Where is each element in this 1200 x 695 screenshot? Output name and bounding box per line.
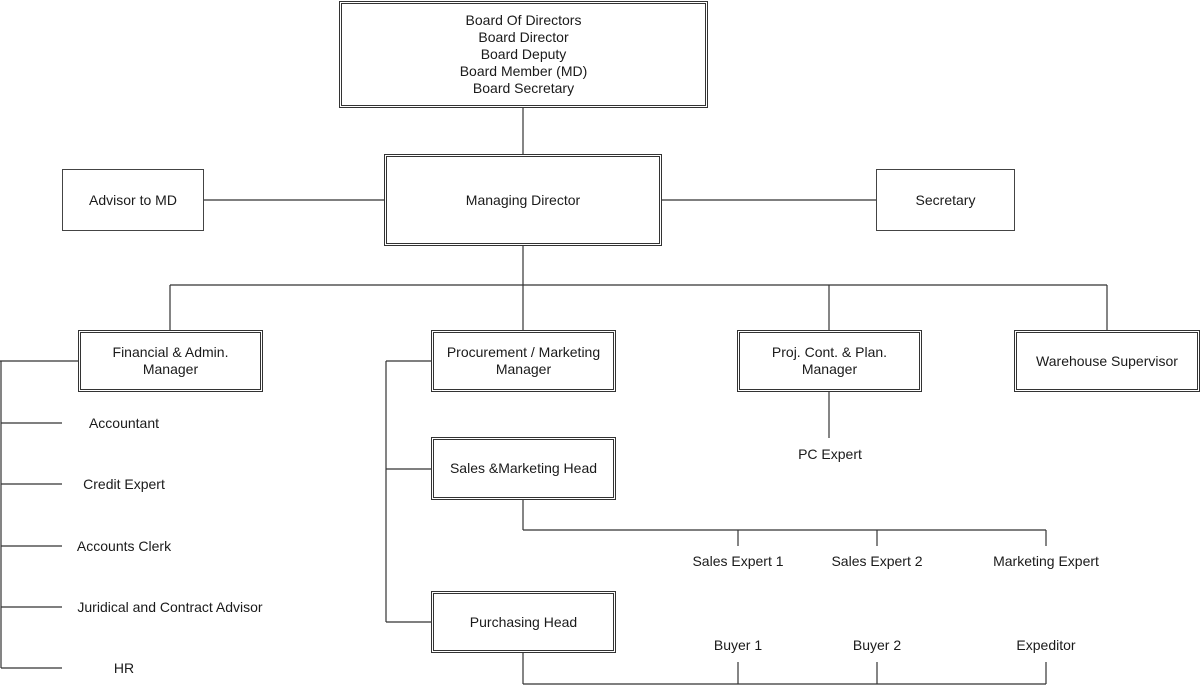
board-of-directors-box: Board Of Directors Board Director Board … bbox=[339, 1, 708, 108]
sales-marketing-head-box: Sales &Marketing Head bbox=[431, 437, 616, 500]
warehouse-label: Warehouse Supervisor bbox=[1036, 352, 1178, 369]
managing-director-box: Managing Director bbox=[384, 154, 662, 246]
finance-label-line2: Manager bbox=[142, 361, 199, 377]
staff-credit-expert: Credit Expert bbox=[83, 476, 165, 492]
staff-sales-expert-1: Sales Expert 1 bbox=[692, 553, 784, 569]
projects-label-line2: Manager bbox=[801, 361, 858, 377]
staff-accounts-clerk: Accounts Clerk bbox=[76, 538, 172, 554]
board-line: Board Deputy bbox=[480, 46, 567, 62]
managing-director-label: Managing Director bbox=[465, 191, 581, 208]
staff-buyer-2: Buyer 2 bbox=[852, 637, 902, 653]
advisor-to-md-box: Advisor to MD bbox=[62, 169, 204, 231]
projects-label-line1: Proj. Cont. & Plan. bbox=[771, 344, 888, 360]
purchasing-head-label: Purchasing Head bbox=[469, 613, 578, 630]
staff-juridical-contract-advisor: Juridical and Contract Advisor bbox=[77, 599, 263, 615]
staff-sales-expert-2: Sales Expert 2 bbox=[831, 553, 923, 569]
staff-expeditor: Expeditor bbox=[1016, 637, 1076, 653]
financial-admin-manager-box: Financial & Admin. Manager bbox=[78, 330, 263, 392]
staff-buyer-1: Buyer 1 bbox=[713, 637, 763, 653]
staff-accountant: Accountant bbox=[88, 415, 160, 431]
board-line: Board Director bbox=[478, 29, 569, 45]
finance-label-line1: Financial & Admin. bbox=[112, 344, 229, 360]
procurement-label-line1: Procurement / Marketing bbox=[446, 344, 601, 360]
staff-pc-expert: PC Expert bbox=[798, 446, 862, 462]
warehouse-supervisor-box: Warehouse Supervisor bbox=[1014, 330, 1200, 392]
projects-control-planning-manager-box: Proj. Cont. & Plan. Manager bbox=[737, 330, 922, 392]
procurement-label-line2: Manager bbox=[495, 361, 552, 377]
secretary-label: Secretary bbox=[915, 191, 976, 208]
procurement-marketing-manager-box: Procurement / Marketing Manager bbox=[431, 330, 616, 392]
purchasing-head-box: Purchasing Head bbox=[431, 591, 616, 653]
board-line: Board Member (MD) bbox=[459, 63, 588, 79]
sales-head-label: Sales &Marketing Head bbox=[449, 460, 598, 476]
advisor-label: Advisor to MD bbox=[89, 191, 177, 208]
board-line: Board Of Directors bbox=[465, 12, 582, 28]
secretary-box: Secretary bbox=[876, 169, 1015, 231]
staff-marketing-expert: Marketing Expert bbox=[993, 553, 1099, 569]
board-line: Board Secretary bbox=[472, 80, 575, 96]
staff-hr: HR bbox=[113, 660, 135, 676]
